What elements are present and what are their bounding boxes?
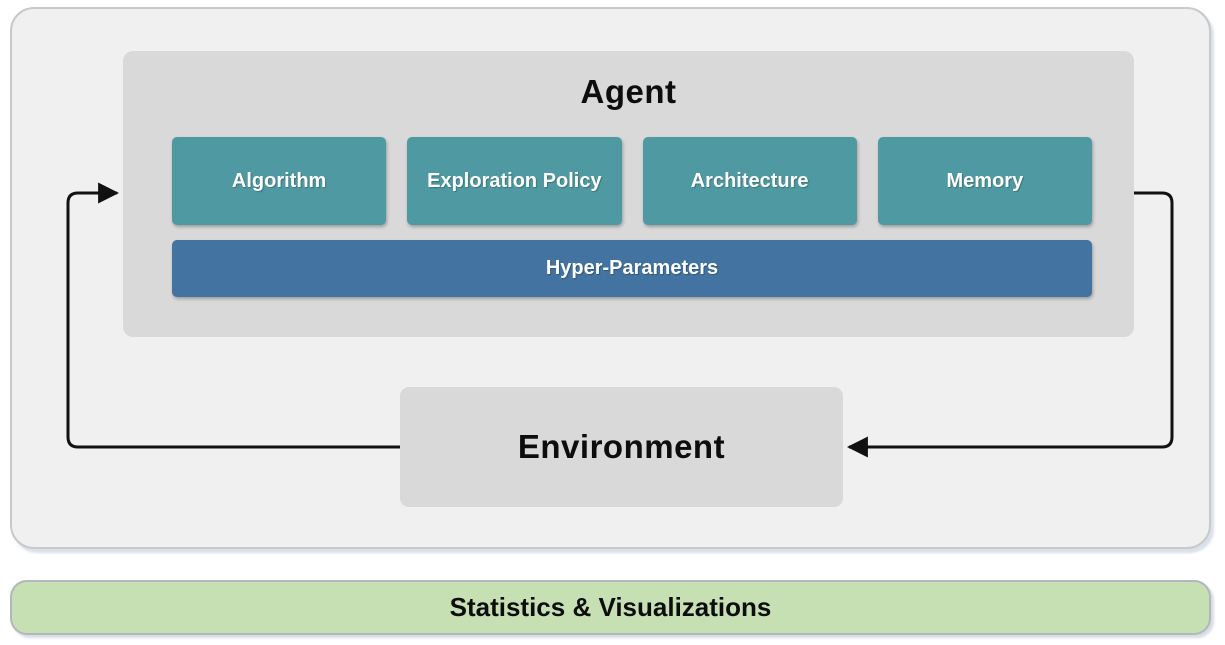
component-algorithm: Algorithm <box>172 137 387 225</box>
environment-box: Environment <box>400 387 843 507</box>
component-memory: Memory <box>877 137 1092 225</box>
component-architecture: Architecture <box>642 137 857 225</box>
agent-container: Agent Algorithm Exploration Policy Archi… <box>123 51 1134 337</box>
hyper-parameters-bar: Hyper-Parameters <box>172 240 1092 297</box>
statistics-visualizations-bar: Statistics & Visualizations <box>10 580 1211 635</box>
agent-component-row: Algorithm Exploration Policy Architectur… <box>172 137 1092 225</box>
component-exploration-policy: Exploration Policy <box>407 137 622 225</box>
agent-title: Agent <box>580 73 677 110</box>
